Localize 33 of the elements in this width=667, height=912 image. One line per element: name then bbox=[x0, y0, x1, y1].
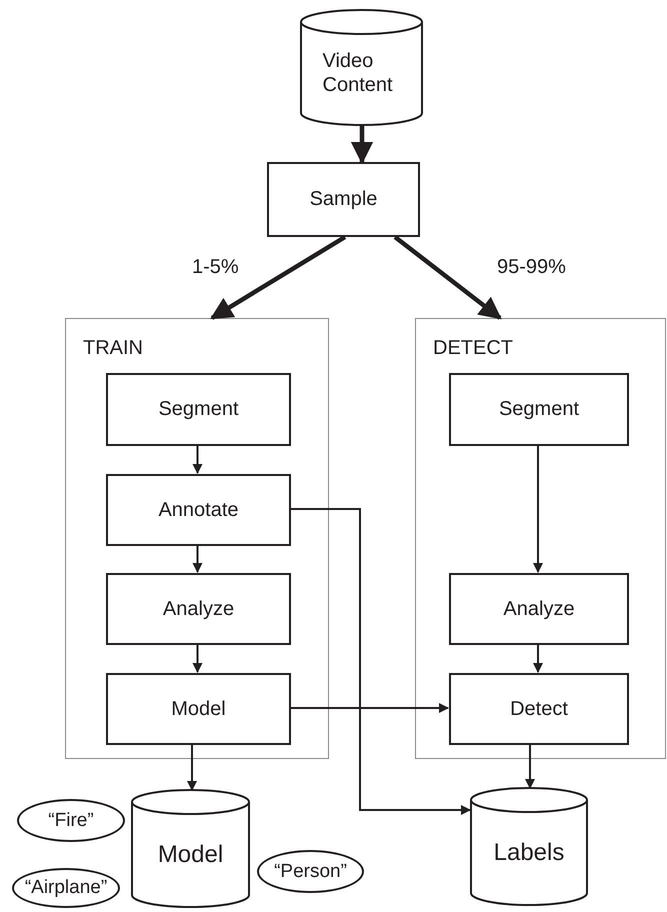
class-label-ellipse: “Person” bbox=[257, 850, 364, 893]
process-box: Detect bbox=[449, 673, 629, 745]
process-box: Analyze bbox=[449, 573, 629, 645]
arrow bbox=[290, 703, 449, 713]
group-title: DETECT bbox=[433, 337, 513, 360]
group-frame bbox=[65, 318, 329, 759]
arrow bbox=[192, 545, 202, 573]
database-cylinder bbox=[300, 10, 423, 125]
arrow bbox=[533, 445, 543, 573]
process-box: Sample bbox=[267, 162, 420, 237]
arrow bbox=[533, 644, 543, 673]
arrow bbox=[192, 445, 202, 474]
database-label: Video Content bbox=[322, 48, 394, 96]
arrow bbox=[210, 235, 346, 320]
arrow bbox=[350, 125, 374, 164]
database-label: Labels bbox=[494, 839, 564, 868]
group-title: TRAIN bbox=[83, 337, 143, 360]
process-box: Analyze bbox=[106, 573, 291, 645]
class-label-ellipse: “Airplane” bbox=[12, 868, 120, 908]
arrow bbox=[525, 744, 535, 789]
arrow bbox=[192, 644, 202, 673]
arrow bbox=[187, 744, 197, 791]
process-box: Annotate bbox=[106, 474, 291, 546]
arrow bbox=[394, 235, 502, 320]
group-frame bbox=[415, 318, 666, 759]
arrow bbox=[290, 508, 471, 815]
database-label: Model bbox=[158, 841, 224, 870]
class-label-ellipse: “Fire” bbox=[17, 799, 125, 842]
database-cylinder bbox=[131, 790, 250, 907]
database-cylinder bbox=[470, 788, 588, 905]
process-box: Segment bbox=[449, 373, 629, 446]
process-box: Segment bbox=[106, 373, 291, 446]
process-box: Model bbox=[106, 673, 291, 745]
